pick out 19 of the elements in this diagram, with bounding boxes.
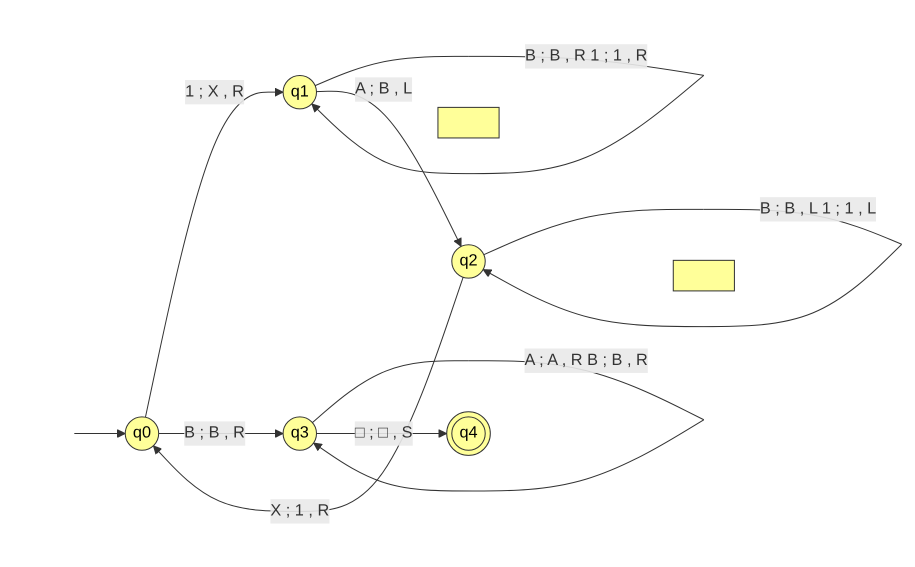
arrow [144,87,284,417]
node-circle: q0 [124,416,160,450]
edge-label: B ; B , R 1 ; 1 , R [525,46,648,64]
arrow [316,90,462,246]
edge-label: A ; A , R B ; B , R [524,351,648,368]
node-circle: q1 [282,74,318,109]
node-box [672,259,735,292]
arrow [74,428,126,438]
edge-label: A ; B , L [355,80,412,98]
node-circle: q2 [451,244,486,278]
edge-label: B ; B , L 1 ; 1 , L [760,200,876,218]
node-circle: q4 [446,410,491,456]
edge-label: □ ; □ , S [354,424,412,442]
node-circle: q3 [282,416,318,450]
arrow [152,276,464,512]
edge-label: B ; B , R [184,424,245,442]
edge-label: X ; 1 , R [270,502,330,520]
edge-label: 1 ; X , R [185,82,244,100]
node-box [437,106,500,138]
